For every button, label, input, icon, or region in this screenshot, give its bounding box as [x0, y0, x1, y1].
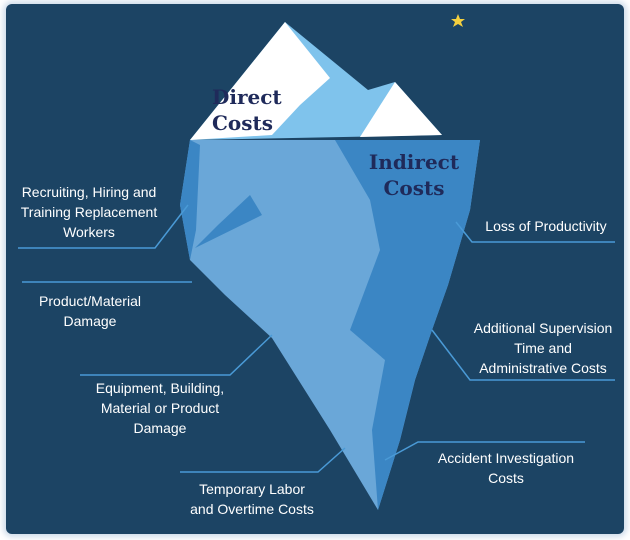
label-supervision: Additional Supervision Time and Administ… [473, 320, 613, 376]
leader-recruiting [18, 204, 189, 249]
label-equipment-damage: Equipment, Building, Material or Product… [95, 380, 225, 436]
label-recruiting: Recruiting, Hiring and Training Replacem… [20, 184, 158, 240]
iceberg-tip-right [360, 82, 442, 137]
star-icon [451, 14, 465, 27]
iceberg-body-dark-right [335, 140, 480, 510]
leader-lines [18, 204, 615, 473]
direct-costs-title: Direct Costs [212, 85, 282, 135]
indirect-costs-title: Indirect Costs [368, 150, 460, 200]
iceberg-tip-left [190, 22, 330, 140]
label-temporary-labor: Temporary Labor and Overtime Costs [190, 481, 314, 517]
leader-equipment [80, 334, 273, 376]
leader-temporary [180, 447, 346, 473]
label-investigation: Accident Investigation Costs [437, 450, 575, 486]
leader-supervision [431, 329, 615, 381]
iceberg-crack [195, 195, 262, 248]
label-product-damage: Product/Material Damage [39, 293, 141, 329]
iceberg-body-dark-left [180, 140, 200, 260]
label-productivity: Loss of Productivity [485, 218, 607, 234]
leader-productivity [455, 221, 615, 243]
leader-investigation [384, 441, 585, 461]
